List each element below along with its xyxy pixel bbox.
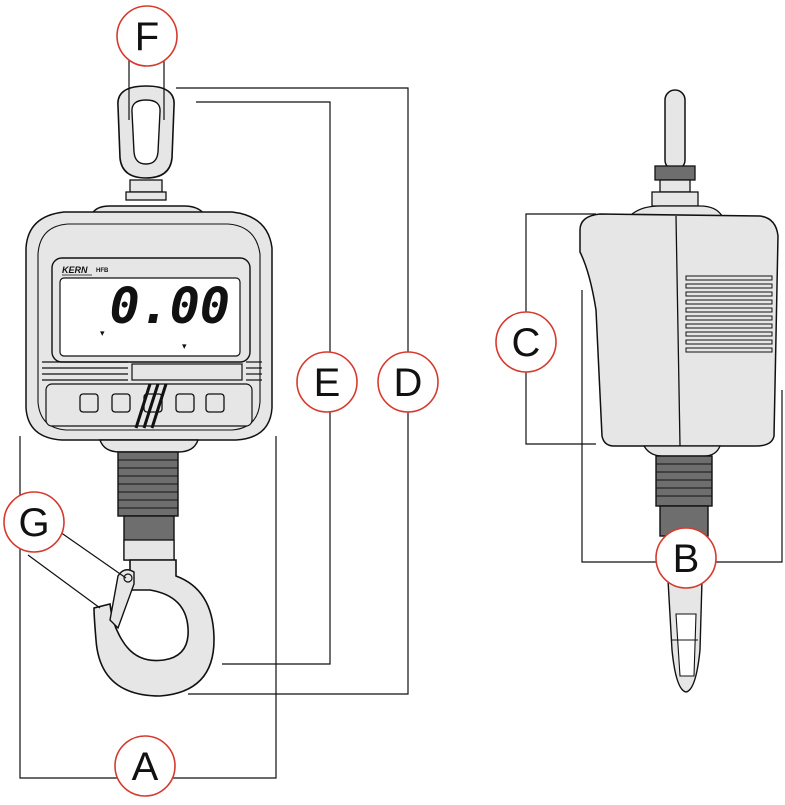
panel-stripes bbox=[42, 361, 262, 381]
key-1[interactable] bbox=[79, 393, 99, 413]
label-E: E bbox=[296, 351, 358, 413]
svg-text:A: A bbox=[132, 745, 159, 789]
label-C: C bbox=[495, 311, 557, 373]
svg-text:D: D bbox=[394, 361, 423, 405]
indicator-mark-right: ▾ bbox=[182, 341, 187, 351]
svg-text:G: G bbox=[18, 501, 49, 545]
slash-logo bbox=[134, 383, 168, 429]
display-panel: KERN HFB 0.00 ▾ ▾ bbox=[51, 257, 251, 363]
label-B: B bbox=[655, 527, 717, 589]
hook bbox=[93, 559, 215, 697]
brand-logo: KERN bbox=[62, 265, 88, 275]
svg-text:E: E bbox=[314, 361, 341, 405]
label-F: F bbox=[116, 5, 178, 67]
label-A: A bbox=[114, 735, 176, 797]
front-view: KERN HFB 0.00 ▾ ▾ bbox=[25, 85, 273, 697]
shackle-eye bbox=[117, 85, 175, 201]
label-G: G bbox=[3, 491, 65, 553]
model-label: HFB bbox=[96, 268, 109, 274]
side-housing bbox=[579, 213, 779, 447]
key-4[interactable] bbox=[175, 393, 195, 413]
label-D: D bbox=[377, 351, 439, 413]
svg-text:B: B bbox=[673, 537, 700, 581]
svg-text:C: C bbox=[512, 321, 541, 365]
weight-reading: 0.00 bbox=[110, 277, 230, 335]
side-view bbox=[579, 89, 779, 693]
threaded-shaft bbox=[117, 451, 179, 561]
vent-grille bbox=[685, 275, 773, 353]
key-2[interactable] bbox=[111, 393, 131, 413]
keypad bbox=[45, 383, 253, 429]
svg-text:F: F bbox=[135, 15, 159, 59]
key-5[interactable] bbox=[205, 393, 225, 413]
indicator-mark-left: ▾ bbox=[100, 328, 105, 338]
